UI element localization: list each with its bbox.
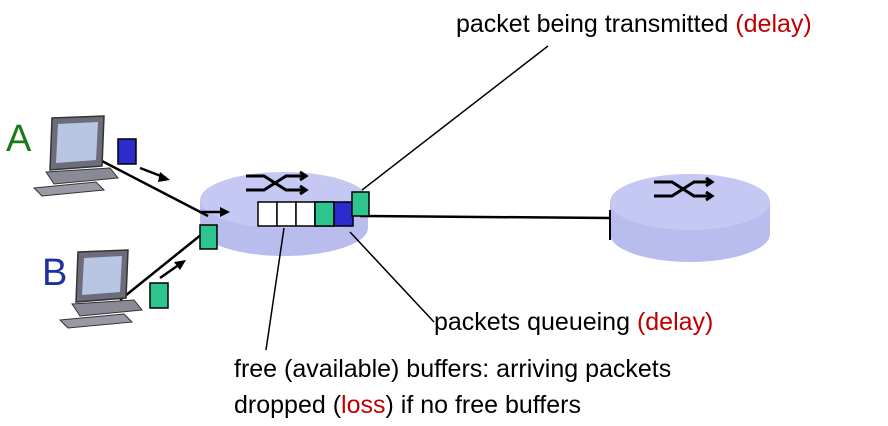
callout-queueing: [349, 231, 435, 323]
free-buffer: [257, 201, 278, 227]
computer-b-icon: [58, 249, 143, 329]
callout-buffers: [265, 227, 285, 351]
free-buffer: [276, 201, 297, 227]
annotation-transmitted-text: packet being transmitted: [456, 10, 736, 38]
arrow-into-router-icon: [200, 207, 230, 217]
annotation-transmitted: packet being transmitted (delay): [456, 12, 812, 37]
host-b-label: B: [42, 252, 68, 294]
link-host-a: [99, 158, 209, 218]
computer-a-icon: [32, 115, 119, 197]
arrow-a-icon: [139, 166, 170, 182]
callout-transmitted: [361, 45, 549, 191]
annotation-transmitted-delay: (delay): [735, 10, 812, 38]
transmitted-packet: [351, 191, 370, 217]
router-right-icon: [654, 176, 715, 202]
annotation-buffers-line1: free (available) buffers: arriving packe…: [234, 355, 672, 383]
buffer-queue: [257, 201, 354, 227]
queued-packet: [333, 201, 354, 227]
queued-packet: [314, 201, 335, 227]
arriving-packet: [199, 224, 218, 250]
free-buffer: [295, 201, 316, 227]
annotation-buffers-line2: dropped (loss) if no free buffers: [234, 393, 581, 418]
annotation-queueing-delay: (delay): [636, 308, 714, 336]
host-a-label: A: [6, 118, 32, 160]
annotation-buffers-before: dropped (: [234, 391, 342, 419]
annotation-buffers-after: ) if no free buffers: [385, 391, 581, 419]
packet-b: [149, 282, 169, 309]
annotation-buffers-loss: loss: [341, 391, 386, 419]
router-right: [610, 174, 770, 262]
link-host-b: [119, 225, 213, 301]
annotation-queueing: packets queueing (delay): [434, 310, 713, 335]
router-left-icon: [246, 170, 309, 196]
arrow-b-icon: [159, 260, 186, 280]
packet-a: [117, 138, 137, 165]
annotation-queueing-text: packets queueing: [434, 308, 637, 336]
router-link: [359, 214, 611, 220]
